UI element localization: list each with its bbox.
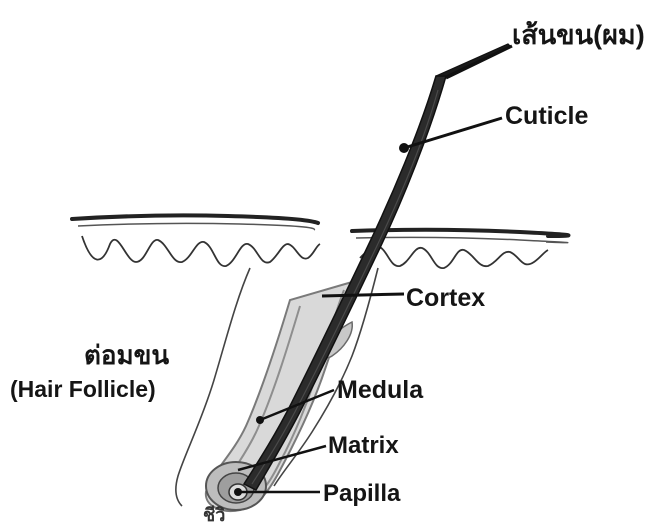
medula-label: Medula [337, 378, 423, 403]
callout-dot-papilla [234, 488, 242, 496]
epidermis-wave-right [360, 246, 548, 269]
cuticle-label: Cuticle [505, 104, 588, 129]
hair-shaft-label: เส้นขน(ผม) [512, 22, 645, 49]
callout-line-cortex [322, 294, 404, 296]
callout-dot-medula [256, 416, 264, 424]
epidermis-wave-left [82, 236, 320, 266]
papilla-label: Papilla [323, 482, 400, 506]
skin-surface-left-inner [78, 223, 314, 230]
truncated-bottom-label: ชีวิ [203, 506, 225, 524]
hair-tip [436, 44, 510, 76]
cortex-label: Cortex [406, 286, 485, 311]
skin-surface-right-inner [356, 237, 568, 242]
hair-follicle-english-label: (Hair Follicle) [10, 378, 156, 401]
skin-surface-left [72, 215, 318, 223]
hair-follicle-thai-label: ต่อมขน [84, 342, 169, 368]
matrix-label: Matrix [328, 434, 399, 458]
callout-line-hair [446, 46, 512, 78]
callout-dot-cuticle [399, 143, 409, 153]
